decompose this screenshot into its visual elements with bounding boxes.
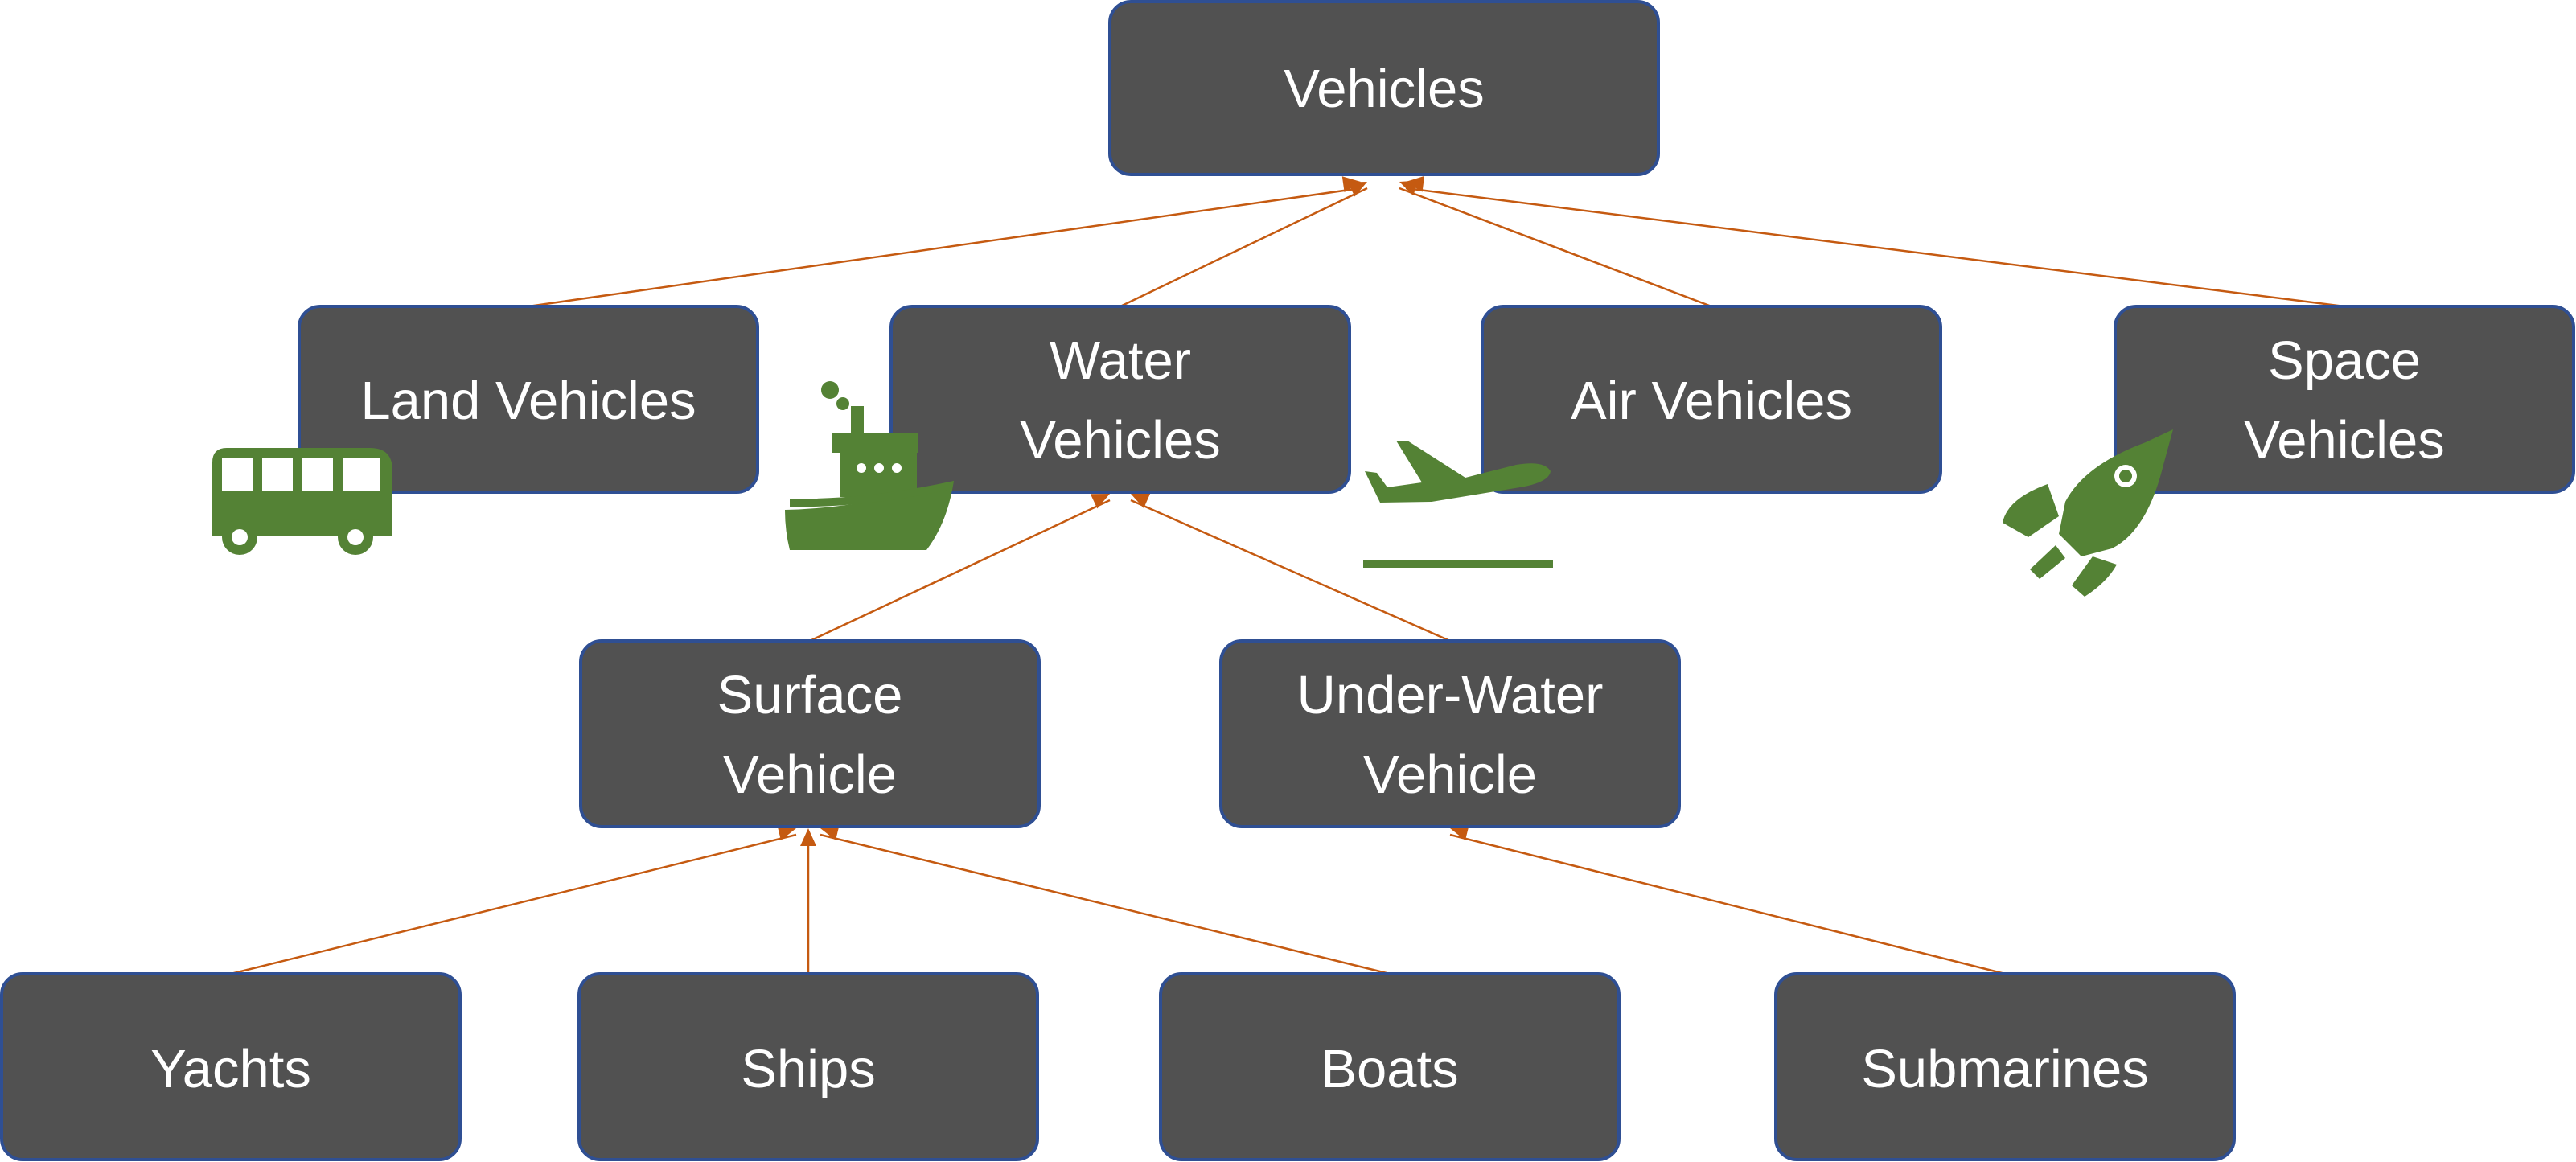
node-ships: Ships	[577, 972, 1039, 1161]
arrowhead-submarines-to-underwater	[1450, 824, 1469, 841]
node-water-vehicles-label-line2: Vehicles	[1020, 410, 1221, 470]
node-water-vehicles: Water Vehicles	[889, 305, 1351, 494]
connector-land-to-vehicles	[528, 187, 1362, 308]
node-air-vehicles: Air Vehicles	[1481, 305, 1942, 494]
rocket-icon	[2003, 429, 2173, 597]
connector-submarines-to-underwater	[1449, 833, 2006, 975]
connectors	[230, 175, 2345, 975]
node-boats-label: Boats	[1321, 1039, 1458, 1099]
arrowhead-boats-to-surface	[820, 824, 840, 840]
connector-surface-to-water	[809, 499, 1111, 643]
node-boats: Boats	[1159, 972, 1621, 1161]
arrowhead-yachts-to-surface	[777, 824, 796, 840]
node-space-vehicles: Space Vehicles	[2114, 305, 2575, 494]
airplane-takeoff-icon	[1363, 441, 1553, 568]
node-air-vehicles-label: Air Vehicles	[1571, 371, 1852, 431]
arrowhead-space-to-vehicles	[1406, 175, 1425, 192]
node-surface-vehicle: Surface Vehicle	[579, 639, 1041, 828]
node-submarines: Submarines	[1774, 972, 2236, 1161]
arrowhead-underwater-to-water	[1131, 493, 1151, 509]
arrowhead-water-to-vehicles	[1347, 182, 1367, 197]
node-yachts: Yachts	[0, 972, 462, 1161]
node-land-vehicles-label: Land Vehicles	[360, 371, 696, 431]
node-vehicles-label: Vehicles	[1284, 59, 1485, 119]
arrowhead-ships-to-surface	[800, 828, 816, 846]
node-vehicles: Vehicles	[1108, 0, 1660, 176]
node-ships-label: Ships	[741, 1039, 876, 1099]
node-surface-vehicle-label-line2: Vehicle	[723, 745, 897, 805]
ship-icon	[785, 381, 954, 550]
node-submarines-label: Submarines	[1861, 1039, 2149, 1099]
node-water-vehicles-label-line1: Water	[1050, 331, 1191, 391]
connector-air-to-vehicles	[1399, 187, 1712, 308]
node-under-water-vehicle-label-line2: Vehicle	[1363, 745, 1537, 805]
arrowhead-surface-to-water	[1090, 494, 1110, 509]
connector-space-to-vehicles	[1405, 187, 2345, 308]
node-surface-vehicle-label-line1: Surface	[717, 665, 903, 725]
node-under-water-vehicle: Under-Water Vehicle	[1219, 639, 1681, 828]
connector-boats-to-surface	[820, 833, 1391, 975]
node-yachts-label: Yachts	[150, 1039, 311, 1099]
node-under-water-vehicle-label-line1: Under-Water	[1297, 665, 1604, 725]
node-space-vehicles-label-line1: Space	[2268, 331, 2421, 391]
node-space-vehicles-label-line2: Vehicles	[2244, 410, 2445, 470]
connector-yachts-to-surface	[230, 833, 797, 975]
connector-underwater-to-water	[1130, 499, 1451, 643]
node-land-vehicles: Land Vehicles	[298, 305, 759, 494]
bus-icon	[212, 448, 392, 555]
connector-water-to-vehicles	[1120, 187, 1368, 308]
